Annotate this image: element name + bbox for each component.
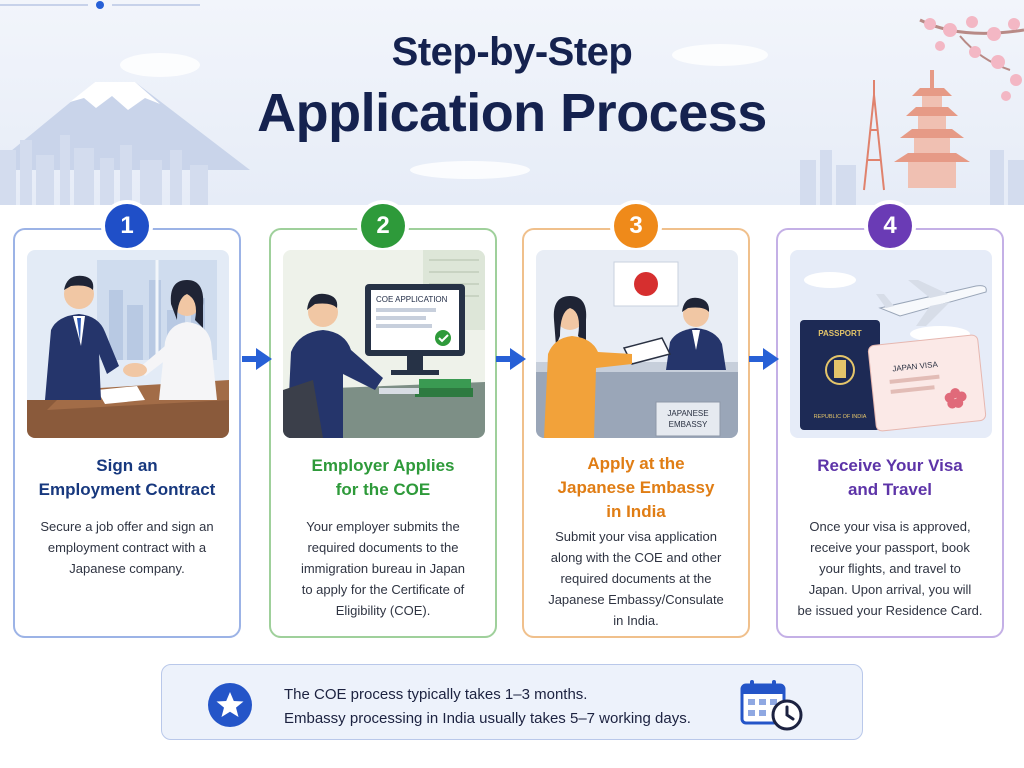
step-card-4: 4 PASSPORT REPUBLIC OF INDIA	[776, 204, 1004, 638]
step-number-badge: 3	[614, 204, 658, 248]
step-number-badge: 4	[868, 204, 912, 248]
title-divider	[0, 1, 200, 9]
step-description: Your employer submits the required docum…	[300, 519, 466, 618]
step-number-badge: 2	[361, 204, 405, 248]
embassy-sign-line1: JAPANESE	[667, 409, 708, 418]
tokyo-tower-icon	[863, 80, 885, 191]
computer-illustration: COE APPLICATION	[283, 250, 485, 438]
note-line-2: Embassy processing in India usually take…	[284, 710, 691, 727]
arrow-right-icon	[496, 348, 526, 370]
step-number-badge: 1	[105, 204, 149, 248]
page-subtitle: Step-by-Step	[391, 30, 633, 74]
cherry-blossom-icon	[919, 16, 1024, 101]
step-description: Secure a job offer and sign an employmen…	[40, 519, 214, 576]
step-title: Apply at the Japanese Embassy in India	[557, 454, 715, 521]
arrow-right-icon	[242, 348, 272, 370]
star-icon	[208, 683, 252, 727]
step-description: Once your visa is approved, receive your…	[797, 519, 983, 618]
timeline-note: The COE process typically takes 1–3 mont…	[161, 664, 863, 740]
right-skyline	[800, 150, 1024, 205]
step-title: Receive Your Visa and Travel	[817, 456, 963, 499]
hero-banner: Step-by-Step Application Process	[0, 0, 1024, 205]
embassy-sign-line2: EMBASSY	[669, 420, 708, 429]
step-title: Sign an Employment Contract	[38, 456, 216, 499]
step-card-3: 3 JAPANESE EMBASSY	[522, 204, 750, 638]
step-card-1: 1 Sign an Employment Contract	[13, 204, 241, 638]
calendar-clock-icon	[740, 680, 803, 731]
svg-text:PASSPORT: PASSPORT	[818, 329, 862, 338]
svg-text:REPUBLIC OF INDIA: REPUBLIC OF INDIA	[814, 414, 867, 420]
clouds	[120, 44, 768, 179]
arrow-right-icon	[749, 348, 779, 370]
step-card-2: 2 COE APPLICATION	[269, 204, 497, 638]
step-title: Employer Applies for the COE	[311, 456, 455, 499]
step-description: Submit your visa application along with …	[548, 529, 724, 628]
note-text: The COE process typically takes 1–3 mont…	[284, 683, 691, 731]
passport-illustration: PASSPORT REPUBLIC OF INDIA JAPAN VISA	[790, 250, 992, 438]
pagoda-icon	[894, 70, 970, 188]
embassy-illustration: JAPANESE EMBASSY	[536, 250, 738, 438]
japan-flag-icon	[613, 261, 679, 307]
note-line-1: The COE process typically takes 1–3 mont…	[284, 686, 588, 703]
airplane-icon	[876, 280, 987, 326]
handshake-illustration	[27, 250, 229, 438]
hero-scenery	[0, 16, 1024, 205]
page-title: Application Process	[257, 83, 767, 143]
left-skyline	[0, 135, 208, 205]
passport-icon: PASSPORT REPUBLIC OF INDIA	[800, 320, 880, 430]
screen-label: COE APPLICATION	[376, 295, 448, 304]
visa-card-icon: JAPAN VISA	[867, 334, 987, 432]
